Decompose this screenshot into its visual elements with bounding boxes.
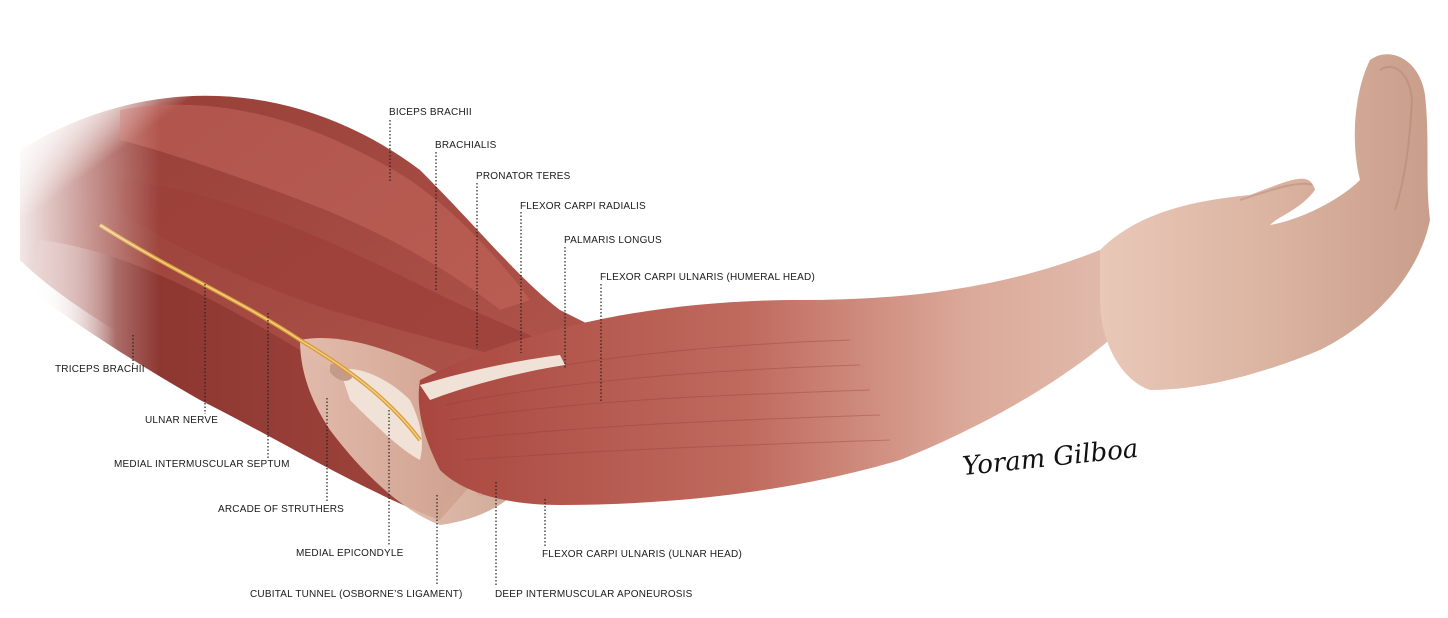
label-deep-intermuscular-aponeurosis: DEEP INTERMUSCULAR APONEUROSIS — [495, 589, 693, 600]
label-ulnar-nerve: ULNAR NERVE — [145, 415, 219, 426]
label-biceps-brachii: BICEPS BRACHII — [389, 107, 472, 118]
label-fcu-humeral-head: FLEXOR CARPI ULNARIS (HUMERAL HEAD) — [600, 272, 815, 283]
label-arcade-of-struthers: ARCADE OF STRUTHERS — [218, 504, 345, 515]
label-medial-epicondyle: MEDIAL EPICONDYLE — [296, 548, 404, 559]
label-fcu-ulnar-head: FLEXOR CARPI ULNARIS (ULNAR HEAD) — [542, 549, 742, 560]
label-cubital-tunnel: CUBITAL TUNNEL (OSBORNE’S LIGAMENT) — [250, 589, 463, 600]
leader-lines — [132, 120, 602, 585]
label-triceps-brachii: TRICEPS BRACHII — [55, 364, 145, 375]
label-brachialis: BRACHIALIS — [435, 140, 497, 151]
label-flexor-carpi-radialis: FLEXOR CARPI RADIALIS — [520, 201, 646, 212]
label-palmaris-longus: PALMARIS LONGUS — [564, 235, 662, 246]
label-pronator-teres: PRONATOR TERES — [476, 171, 571, 182]
label-medial-intermuscular-septum: MEDIAL INTERMUSCULAR SEPTUM — [114, 459, 290, 470]
